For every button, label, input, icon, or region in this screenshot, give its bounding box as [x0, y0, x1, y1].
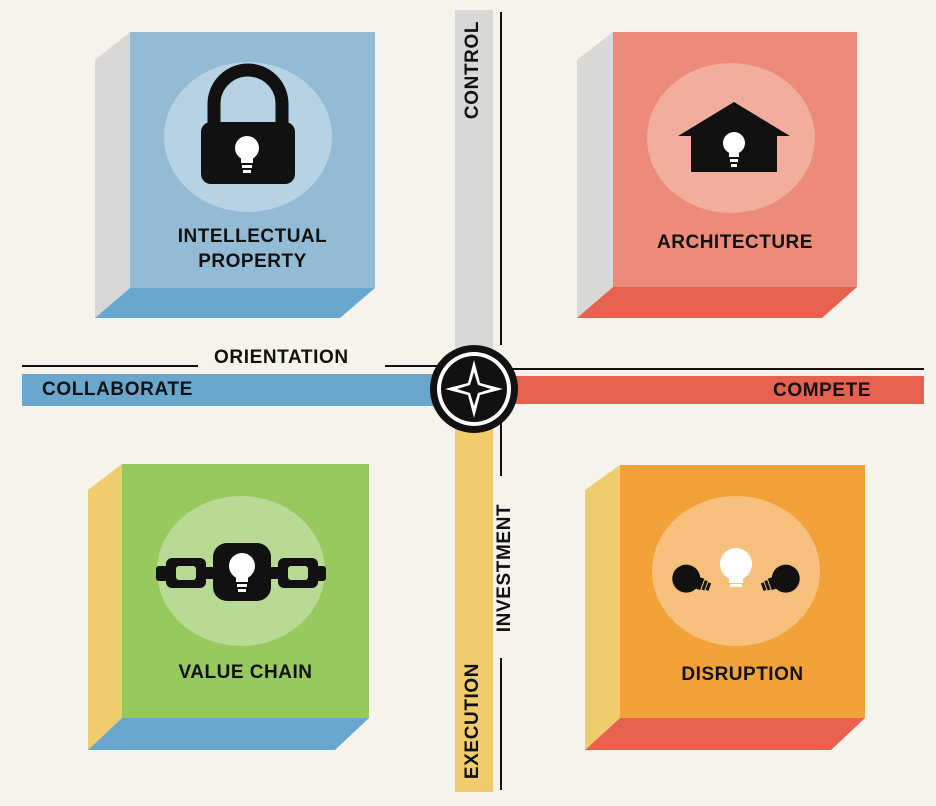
axis-label-execution: EXECUTION	[462, 662, 483, 780]
axis-label-investment: INVESTMENT	[494, 503, 515, 633]
axis-lines	[22, 12, 924, 790]
lock-lightbulb-icon	[201, 63, 295, 184]
compete-bar	[508, 376, 924, 404]
collaborate-bar	[22, 374, 440, 406]
label-disruption: DISRUPTION	[681, 664, 804, 685]
label-architecture: ARCHITECTURE	[657, 232, 813, 253]
block-disruption	[585, 465, 865, 750]
label-value-chain: VALUE CHAIN	[178, 662, 313, 683]
label-intellectual-property: INTELLECTUAL PROPERTY	[177, 226, 328, 272]
execution-bar	[455, 410, 493, 792]
axis-label-orientation: ORIENTATION	[214, 347, 349, 368]
chain-lightbulb-icon	[156, 543, 326, 601]
axis-label-collaborate: COLLABORATE	[42, 379, 193, 400]
block-architecture	[577, 32, 857, 318]
lightbulbs-icon	[672, 548, 800, 593]
block-value-chain	[88, 464, 369, 750]
control-bar	[455, 10, 493, 375]
house-lightbulb-icon	[678, 102, 790, 172]
axis-label-control: CONTROL	[462, 20, 483, 120]
axis-label-compete: COMPETE	[773, 380, 872, 401]
compass-icon	[430, 345, 518, 433]
